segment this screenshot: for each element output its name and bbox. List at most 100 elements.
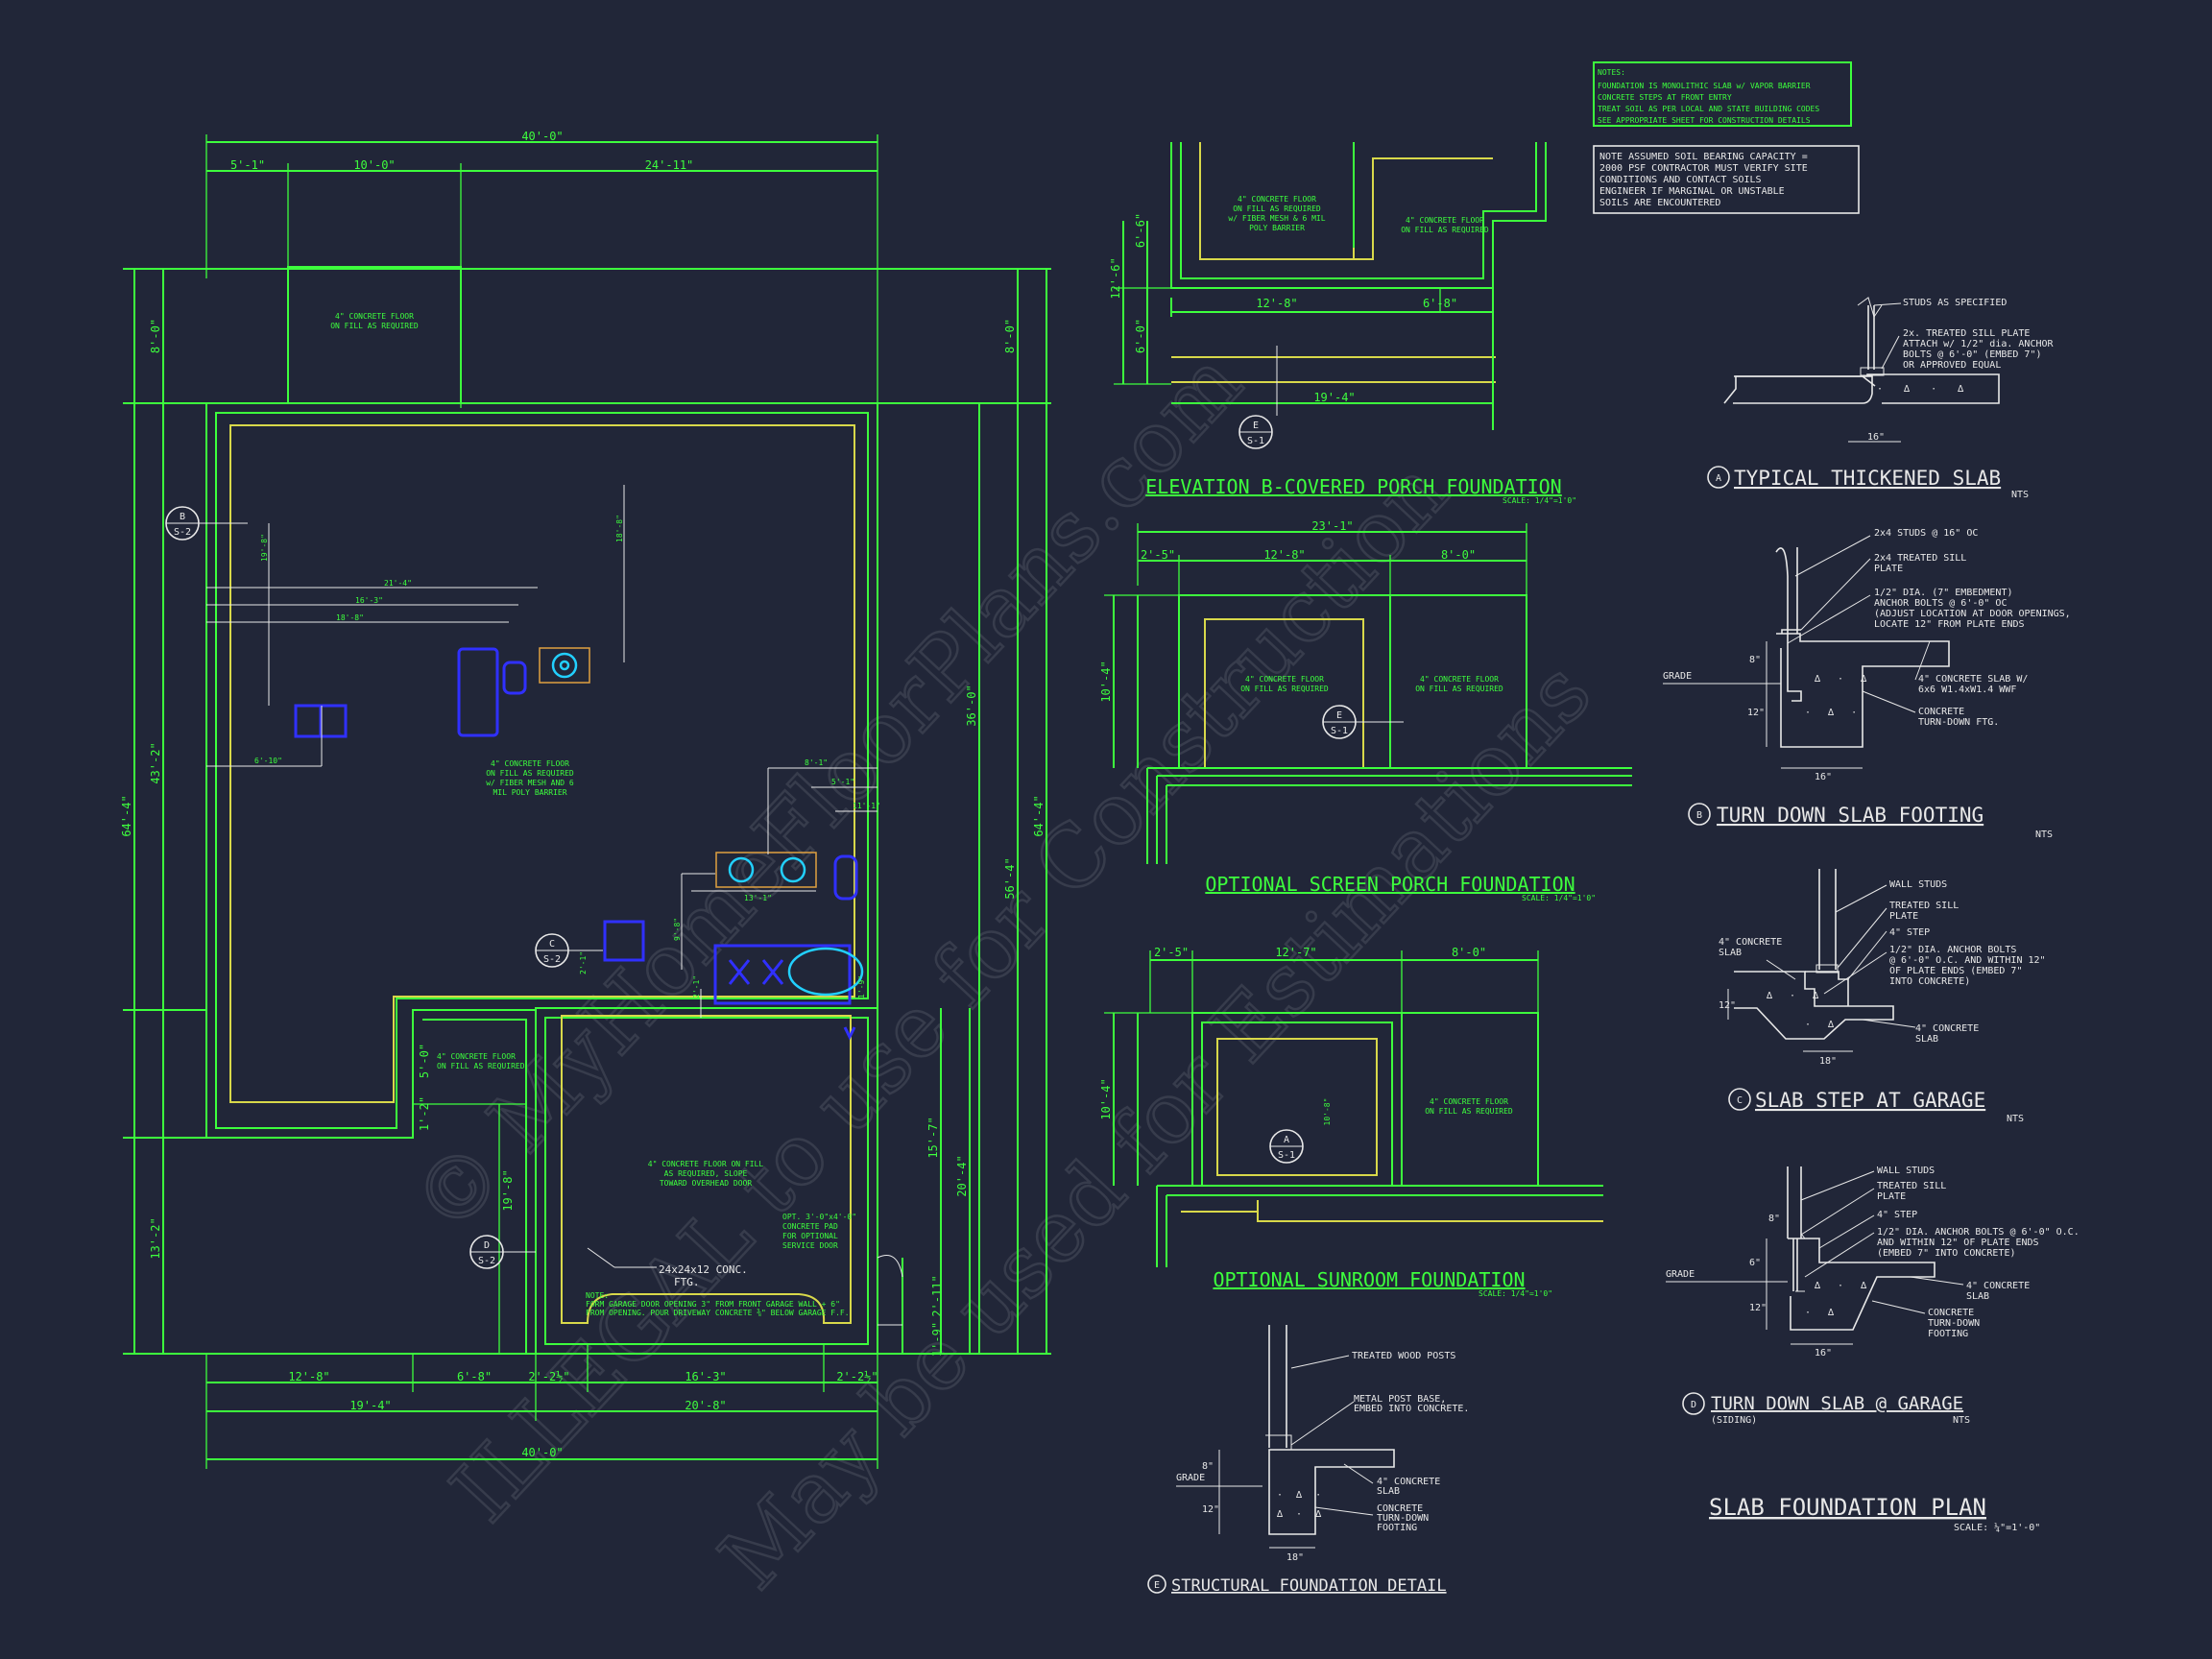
sunroom-callout-a[interactable]: A S-1 <box>1269 1129 1304 1164</box>
notes-line-0: FOUNDATION IS MONOLITHIC SLAB w/ VAPOR B… <box>1598 82 1811 90</box>
dim-right-c: 56'-4" <box>1003 857 1017 899</box>
sunroom-dim-b: 12'-7" <box>1275 946 1316 959</box>
detail-d-note-0: WALL STUDS <box>1877 1166 1935 1176</box>
detail-d-d3: 12" <box>1749 1303 1767 1313</box>
detail-b-d1: 8" <box>1749 655 1761 665</box>
detail-c-d2: 18" <box>1819 1056 1837 1067</box>
elev-b-dim-v-a: 6'-6" <box>1134 213 1147 248</box>
detail-d-title: TURN DOWN SLAB @ GARAGE <box>1711 1393 1963 1414</box>
elev-b-callout-e[interactable]: E S-1 <box>1238 346 1278 449</box>
detail-b-nts: NTS <box>2035 830 2053 840</box>
dim-int-n: 1'-9" <box>857 975 866 998</box>
dim-int-i: 11'-1" <box>853 802 880 810</box>
detail-c-hatch: ∆ · ∆ <box>1766 991 1824 1001</box>
screen-porch-foundation: 23'-1" 2'-5" 12'-8" 8'-0" 10'-4" 4" CONC… <box>1099 519 1632 902</box>
screen-dim-c: 8'-0" <box>1441 548 1476 562</box>
detail-c-nts: NTS <box>2007 1114 2024 1124</box>
dim-right-a: 8'-0" <box>1003 319 1017 353</box>
soil-note-3: ENGINEER IF MARGINAL OR UNSTABLE <box>1599 186 1785 197</box>
detail-c-note-3: 1/2" DIA. ANCHOR BOLTS@ 6'-0" O.C. AND W… <box>1889 945 2046 987</box>
detail-e-hatch-2: ∆ · ∆ <box>1276 1509 1325 1520</box>
dim-top-total: 40'-0" <box>521 130 563 143</box>
detail-e-hatch: · ∆ · <box>1277 1490 1325 1501</box>
screen-dim-a: 2'-5" <box>1141 548 1175 562</box>
detail-e-grade: GRADE <box>1176 1473 1205 1483</box>
detail-b-d2: 12" <box>1747 708 1765 718</box>
dim-left-c: 13'-2" <box>149 1217 162 1259</box>
dim-bot1-d: 16'-3" <box>685 1370 726 1383</box>
detail-b-d3: 16" <box>1815 772 1832 782</box>
detail-d-nts: NTS <box>1953 1415 1970 1426</box>
detail-b-letter: B <box>1696 810 1702 821</box>
dim-right-d: 15'-7" <box>926 1117 940 1158</box>
sheet-scale: SCALE: ¼"=1'-0" <box>1954 1522 2040 1533</box>
detail-c-note-2: 4" STEP <box>1889 927 1930 938</box>
screen-callout-e[interactable]: E S-1 <box>1322 705 1404 739</box>
sheet-title-block: SLAB FOUNDATION PLAN SCALE: ¼"=1'-0" <box>1709 1494 2040 1533</box>
callout-b-s2[interactable]: B S-2 <box>165 506 248 541</box>
detail-c-hatch-2: · ∆ <box>1805 1020 1839 1030</box>
dim-int-c: 16'-3" <box>355 596 383 605</box>
dim-int-a: 21'-4" <box>384 579 412 588</box>
dim-int-h: 5'-1" <box>831 778 854 786</box>
detail-b-grade: GRADE <box>1663 671 1692 682</box>
dim-right-total: 64'-4" <box>1032 795 1046 836</box>
sunroom-callout-sheet: S-1 <box>1278 1150 1295 1161</box>
dim-left-a: 8'-0" <box>149 319 162 353</box>
soil-note-1: 2000 PSF CONTRACTOR MUST VERIFY SITE <box>1599 163 1808 174</box>
dim-bot-total: 40'-0" <box>521 1446 563 1459</box>
notes-line-1: CONCRETE STEPS AT FRONT ENTRY <box>1598 93 1732 102</box>
dim-int-m: 2'-1" <box>579 951 588 974</box>
notes-line-2: TREAT SOIL AS PER LOCAL AND STATE BUILDI… <box>1598 105 1819 113</box>
detail-a-dim: 16" <box>1867 432 1885 443</box>
dim-bot2-a: 19'-4" <box>349 1399 391 1412</box>
dim-mid-b: 1'-2" <box>418 1096 431 1131</box>
dim-bot1-e: 2'-2½" <box>836 1370 878 1383</box>
sunroom-callout-letter: A <box>1284 1135 1289 1145</box>
callout-d-s2[interactable]: D S-2 <box>469 1235 536 1269</box>
dim-right-b: 36'-0" <box>965 685 978 726</box>
detail-d-grade: GRADE <box>1666 1269 1695 1280</box>
callout-b-letter: B <box>180 512 185 522</box>
screen-dim-total: 23'-1" <box>1311 519 1353 533</box>
sunroom-title: OPTIONAL SUNROOM FOUNDATION <box>1213 1268 1525 1291</box>
callout-c-s2[interactable]: C S-2 <box>535 933 603 968</box>
detail-d-turn-down-slab-garage: ∆ · ∆ · ∆ GRADE 8" 6" 12" 16" WALL STUDS… <box>1666 1166 2080 1426</box>
detail-d-sub: (SIDING) <box>1711 1415 1757 1426</box>
callout-b-sheet: S-2 <box>174 527 191 538</box>
sheet-title: SLAB FOUNDATION PLAN <box>1709 1494 1986 1521</box>
ftg-label: 24x24x12 CONC.FTG. <box>659 1263 748 1288</box>
screen-dim-v: 10'-4" <box>1099 661 1113 702</box>
notes-title: NOTES: <box>1598 68 1625 77</box>
detail-a-note-0: STUDS AS SPECIFIED <box>1903 298 2007 308</box>
detail-c-letter: C <box>1737 1095 1743 1106</box>
screen-title: OPTIONAL SCREEN PORCH FOUNDATION <box>1205 873 1575 896</box>
detail-a-nts: NTS <box>2011 490 2029 500</box>
elev-b-callout-letter: E <box>1253 421 1259 431</box>
callout-c-letter: C <box>549 939 555 950</box>
detail-e-structural-foundation: · ∆ · ∆ · ∆ GRADE 8" 12" 18" TREATED WOO… <box>1147 1325 1469 1596</box>
detail-d-hatch-2: · ∆ <box>1805 1308 1839 1318</box>
screen-scale: SCALE: 1/4"=1'0" <box>1522 894 1596 902</box>
screen-callout-sheet: S-1 <box>1331 726 1348 736</box>
dim-int-g: 8'-1" <box>805 758 828 767</box>
detail-e-title: STRUCTURAL FOUNDATION DETAIL <box>1171 1576 1447 1596</box>
sunroom-dim-v: 10'-4" <box>1099 1078 1113 1119</box>
dim-right-g: 1'-9" <box>930 1322 944 1357</box>
detail-e-d1: 8" <box>1202 1461 1214 1472</box>
dim-top-a: 5'-1" <box>230 158 265 172</box>
dim-bot1-a: 12'-8" <box>288 1370 329 1383</box>
